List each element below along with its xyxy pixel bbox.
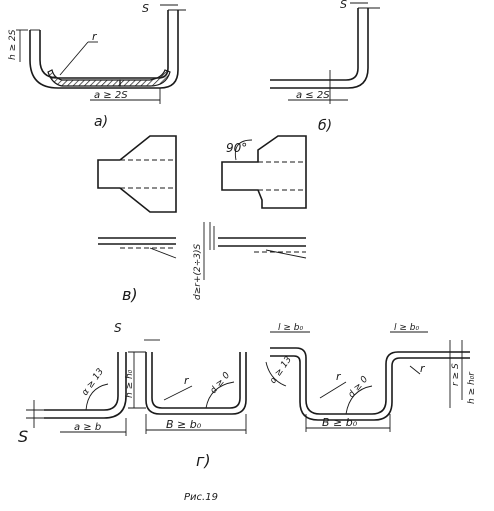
fig-a-s-label: S	[142, 2, 149, 15]
fig-a-r-label: r	[92, 30, 98, 43]
fig-g-right-b-label: B ≥ b₀	[322, 416, 358, 429]
fig-g-mid-b-label: B ≥ b₀	[166, 418, 202, 431]
fig-v-angle-label: 90°	[226, 141, 247, 155]
figure-caption: Рис.19	[184, 492, 218, 503]
figure-g-middle: S h ≥ h₀ r d ≥ 0 B ≥ b₀ г)	[114, 321, 247, 470]
figure-b: a ≤ 2S S б)	[270, 0, 380, 134]
fig-b-s-label: S	[340, 0, 347, 11]
fig-g-right-r2-label: r	[420, 362, 426, 375]
fig-b-caption: б)	[318, 118, 332, 134]
fig-g-left-alpha: α ≥ 13	[80, 367, 106, 398]
figure-a: r h ≥ 2S a ≥ 2S S а)	[8, 2, 186, 130]
fig-a-caption: а)	[94, 114, 108, 130]
fig-g-left-dim-a: a ≥ b	[74, 422, 101, 433]
fig-a-h-label: h ≥ 2S	[8, 29, 18, 60]
figure-v: 90° d≥r+(2÷3)S в)	[97, 135, 307, 304]
fig-g-right-h0-label: r ≥ S	[451, 363, 461, 386]
fig-g-mid-h-label: h ≥ h₀	[125, 369, 135, 398]
fig-g-right-h-label: h ≥ h₀r	[467, 371, 477, 404]
fig-g-left-s-label: S	[18, 427, 28, 446]
figure-g-right: l ≥ b₀ l ≥ b₀ r r α ≥ 13 d ≥ 0 B ≥ b₀ h …	[265, 323, 477, 432]
fig-g-mid-s-label: S	[114, 321, 122, 335]
fig-g-right-r-label: r	[336, 370, 342, 383]
fig-g-right-l-label-right: l ≥ b₀	[394, 323, 419, 333]
fig-g-mid-r-label: r	[184, 374, 190, 387]
fig-v-dim-label: d≥r+(2÷3)S	[193, 243, 203, 300]
fig-b-dim-label: a ≤ 2S	[296, 90, 330, 101]
fig-g-caption: г)	[196, 451, 211, 470]
fig-v-caption: в)	[122, 285, 138, 304]
fig-g-right-l-label-left: l ≥ b₀	[278, 323, 303, 333]
fig-g-right-alpha-label: α ≥ 13	[268, 355, 294, 386]
fig-a-dim-label: a ≥ 2S	[94, 90, 128, 101]
figure-g-left: S a ≥ b α ≥ 13	[18, 352, 127, 446]
